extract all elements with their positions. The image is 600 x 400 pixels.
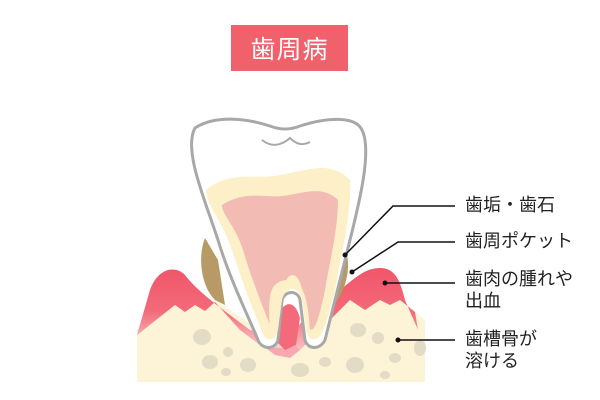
label-bone-dissolving: 歯槽骨が 溶ける <box>465 329 537 373</box>
title-text: 歯周病 <box>250 35 329 64</box>
label-line: 歯肉の腫れや <box>465 269 573 290</box>
label-gum-swelling: 歯肉の腫れや 出血 <box>465 269 573 313</box>
leader-lines <box>344 205 455 341</box>
label-line: 歯垢・歯石 <box>465 195 555 216</box>
label-line: 歯周ポケット <box>465 231 573 252</box>
leader-dots <box>342 252 401 343</box>
label-plaque-tartar: 歯垢・歯石 <box>465 195 555 217</box>
label-line: 溶ける <box>465 351 519 372</box>
title-badge: 歯周病 <box>231 25 348 71</box>
label-periodontal-pocket: 歯周ポケット <box>465 231 573 253</box>
tartar-left <box>201 238 225 305</box>
tooth <box>190 117 368 349</box>
label-line: 歯槽骨が <box>465 329 537 350</box>
label-line: 出血 <box>465 291 501 312</box>
bone-spots <box>193 323 426 379</box>
